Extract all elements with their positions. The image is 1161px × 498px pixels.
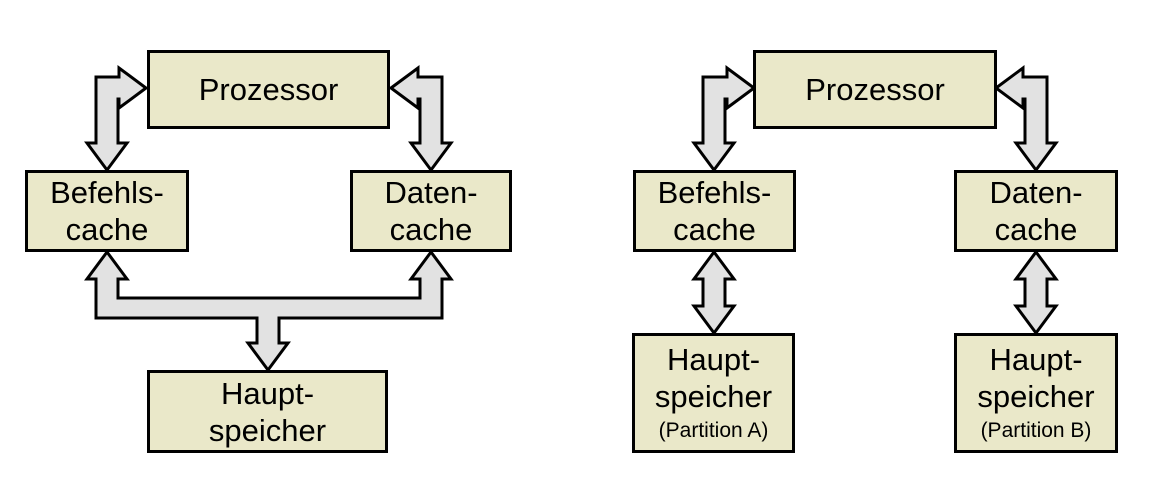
- arrow-hauptspeicher-caches-left: [84, 249, 454, 373]
- node-label-line1: Befehls-: [657, 175, 772, 210]
- node-label-line2: speicher: [654, 379, 773, 414]
- arrow-datencache-hauptspeicherB: [1013, 249, 1059, 336]
- node-befehls-cache-left: Befehls- cache: [25, 170, 189, 252]
- node-label: Prozessor: [198, 72, 339, 107]
- node-haupt-speicher-left: Haupt- speicher: [147, 370, 388, 453]
- arrow-befehlscache-hauptspeicherA: [691, 249, 737, 336]
- node-label-line1: Daten-: [989, 175, 1083, 210]
- node-label-line2: cache: [65, 212, 149, 247]
- node-daten-cache-right: Daten- cache: [954, 170, 1118, 252]
- node-label-line2: cache: [673, 212, 756, 247]
- arrow-prozessor-datencache-right: [993, 65, 1059, 173]
- node-prozessor-right: Prozessor: [753, 50, 997, 129]
- node-haupt-speicher-partition-a: Haupt- speicher (Partition A): [632, 333, 795, 453]
- arrow-prozessor-befehlscache-left: [84, 65, 149, 173]
- node-sublabel-partition-b: (Partition B): [980, 419, 1092, 442]
- node-label-line2: cache: [389, 212, 473, 247]
- node-label-line1: Befehls-: [50, 175, 164, 210]
- node-label-line2: speicher: [208, 412, 327, 448]
- node-daten-cache-left: Daten- cache: [350, 170, 512, 252]
- node-label: Prozessor: [805, 72, 945, 107]
- arrow-prozessor-datencache-left: [388, 65, 454, 173]
- node-haupt-speicher-partition-b: Haupt- speicher (Partition B): [954, 333, 1118, 453]
- node-label-line1: Haupt-: [989, 342, 1083, 377]
- node-label-line1: Daten-: [384, 175, 478, 210]
- node-label-line1: Haupt-: [220, 375, 315, 411]
- arrow-prozessor-befehlscache-right: [691, 65, 757, 173]
- node-sublabel-partition-a: (Partition A): [658, 419, 769, 442]
- node-label-line2: cache: [994, 212, 1078, 247]
- node-label-line2: speicher: [977, 379, 1095, 414]
- node-prozessor-left: Prozessor: [147, 50, 390, 129]
- node-befehls-cache-right: Befehls- cache: [633, 170, 796, 252]
- node-label-line1: Haupt-: [666, 342, 761, 377]
